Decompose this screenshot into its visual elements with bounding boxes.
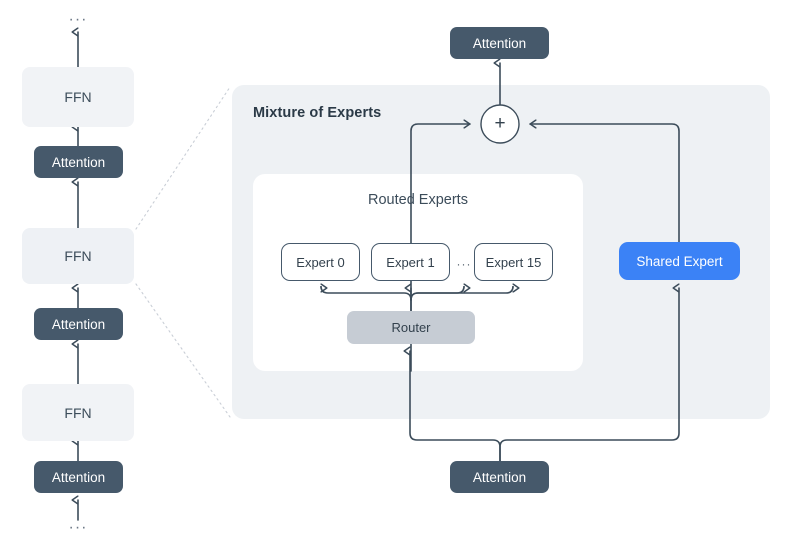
ffn-label: FFN <box>64 248 92 264</box>
attention-label: Attention <box>51 469 106 485</box>
attention-label: Attention <box>51 154 106 170</box>
ffn-block-focus: FFN <box>22 228 134 284</box>
expert-box-1: Expert 1 <box>371 243 450 281</box>
expert-label: Expert 15 <box>485 254 542 270</box>
moe-input-attention: Attention <box>450 461 549 493</box>
ffn-block-bottom: FFN <box>22 384 134 441</box>
stack-bottom-ellipsis: ··· <box>68 519 88 536</box>
expert-box-0: Expert 0 <box>281 243 360 281</box>
attention-block-1: Attention <box>34 461 123 493</box>
router-box: Router <box>347 311 475 344</box>
shared-expert-label: Shared Expert <box>636 253 723 269</box>
expert-label: Expert 0 <box>296 254 345 270</box>
dotted-connector-top <box>135 86 231 230</box>
attention-label: Attention <box>472 469 527 485</box>
ffn-block-top: FFN <box>22 67 134 127</box>
dotted-connector-bottom <box>135 283 231 418</box>
attention-block-3: Attention <box>34 146 123 178</box>
attention-label: Attention <box>51 316 106 332</box>
routed-experts-title: Routed Experts <box>368 192 468 208</box>
stack-top-ellipsis: ··· <box>68 11 88 28</box>
experts-ellipsis: ··· <box>456 257 472 271</box>
shared-expert-box: Shared Expert <box>619 242 740 280</box>
expert-box-15: Expert 15 <box>474 243 553 281</box>
moe-output-attention: Attention <box>450 27 549 59</box>
attention-label: Attention <box>472 35 527 51</box>
ffn-label: FFN <box>64 89 92 105</box>
ffn-label: FFN <box>64 404 92 421</box>
attention-block-2: Attention <box>34 308 123 340</box>
mixture-of-experts-title: Mixture of Experts <box>253 105 382 121</box>
add-operator: + <box>481 105 519 143</box>
expert-label: Expert 1 <box>386 254 435 270</box>
plus-icon: + <box>494 113 506 134</box>
router-label: Router <box>391 320 431 335</box>
